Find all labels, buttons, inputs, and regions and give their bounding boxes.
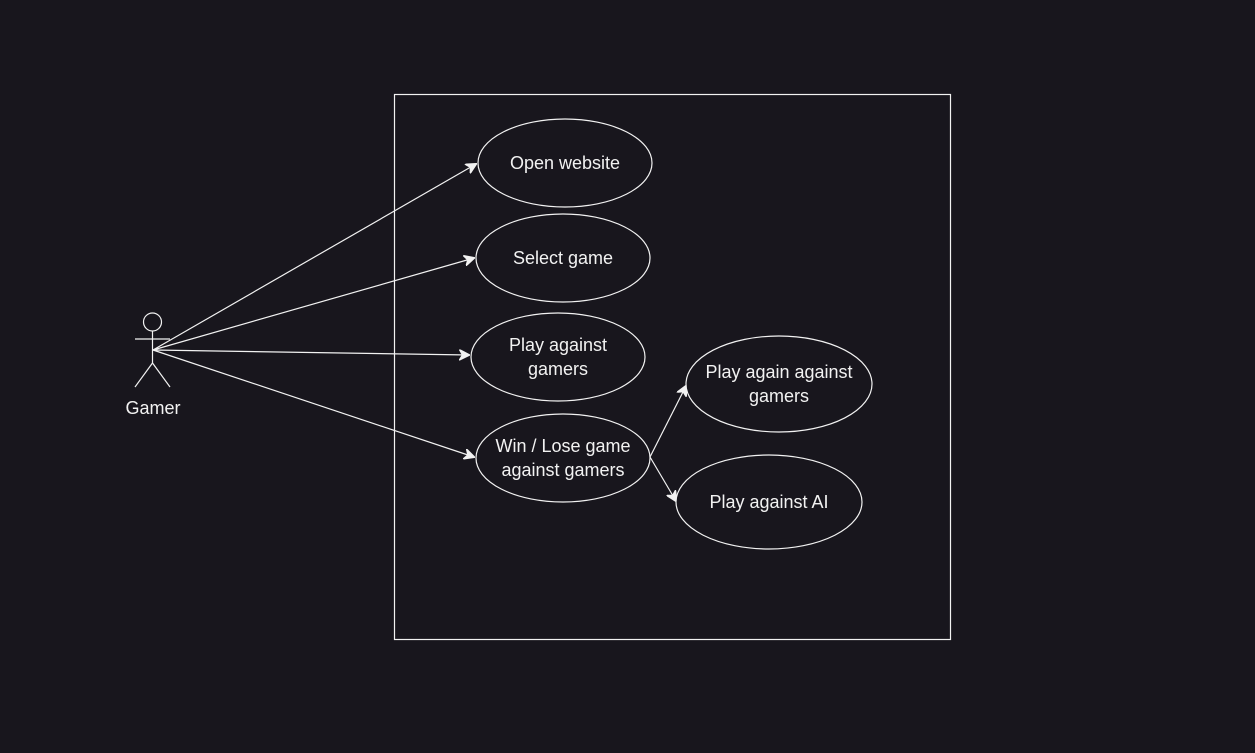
use-case-label: Open website <box>510 153 620 173</box>
use-case-label-line-1: Play again against <box>705 362 852 382</box>
association-play-against-gamers <box>152 350 469 355</box>
use-case-win-lose-game[interactable]: Win / Lose game against gamers <box>475 413 651 503</box>
link-play-against-ai <box>649 456 676 501</box>
use-case-label-line-1: Play against <box>509 335 607 355</box>
use-case-label-line-1: Win / Lose game <box>495 436 630 456</box>
use-case-play-against-ai[interactable]: Play against AI <box>675 454 863 550</box>
use-case-label: Select game <box>513 248 613 268</box>
use-case-select-game[interactable]: Select game <box>475 213 651 303</box>
stick-figure-icon <box>134 312 171 388</box>
actor-label: Gamer <box>125 398 180 418</box>
use-case-label-line-2: gamers <box>749 386 809 406</box>
use-case-play-against-gamers[interactable]: Play against gamers <box>470 312 646 402</box>
association-win-lose <box>152 349 474 457</box>
use-case-play-again[interactable]: Play again against gamers <box>685 335 873 433</box>
association-select-game <box>152 258 474 351</box>
link-play-again <box>649 386 686 458</box>
use-case-label-line-2: gamers <box>528 359 588 379</box>
system-boundary <box>393 93 952 641</box>
use-case-label: Play against AI <box>709 492 828 512</box>
use-case-label-line-2: against gamers <box>501 460 624 480</box>
use-case-open-website[interactable]: Open website <box>477 118 653 208</box>
association-open-website <box>152 164 476 351</box>
